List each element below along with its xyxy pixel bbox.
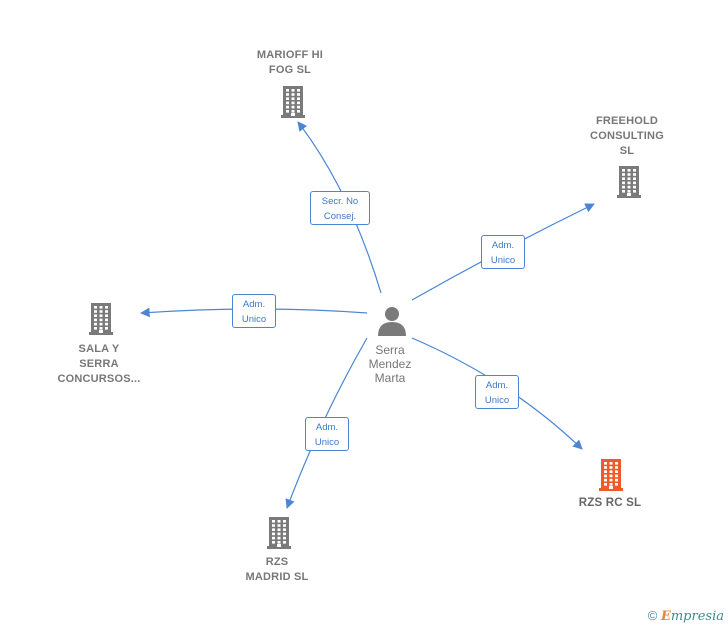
building-icon[interactable] [281,86,305,118]
copyright-symbol: © [647,608,658,623]
node-label-sala[interactable]: SALA Y SERRA CONCURSOS... [57,343,141,385]
person-icon[interactable] [378,307,406,336]
node-label-rzsmadrid[interactable]: RZS MADRID SL [245,556,309,583]
footer-brand[interactable]: © Empresia [648,608,724,624]
building-icon[interactable] [599,459,623,491]
node-label-marioff[interactable]: MARIOFF HI FOG SL [256,49,324,76]
building-icon[interactable] [267,517,291,549]
edge-label-sala: Adm. Unico [232,294,276,328]
edge-label-rzsmadrid: Adm. Unico [305,417,349,451]
edge-label-marioff: Secr. No Consej. [310,191,370,225]
edge-label-freehold: Adm. Unico [481,235,525,269]
building-icon[interactable] [89,303,113,335]
person-label[interactable]: Serra Mendez Marta [368,343,412,385]
node-label-freehold[interactable]: FREEHOLD CONSULTING SL [590,115,664,157]
building-icon[interactable] [617,166,641,198]
node-label-rzsrc[interactable]: RZS RC SL [578,497,642,509]
brand-name: Empresia [660,609,724,624]
edge-label-rzsrc: Adm. Unico [475,375,519,409]
